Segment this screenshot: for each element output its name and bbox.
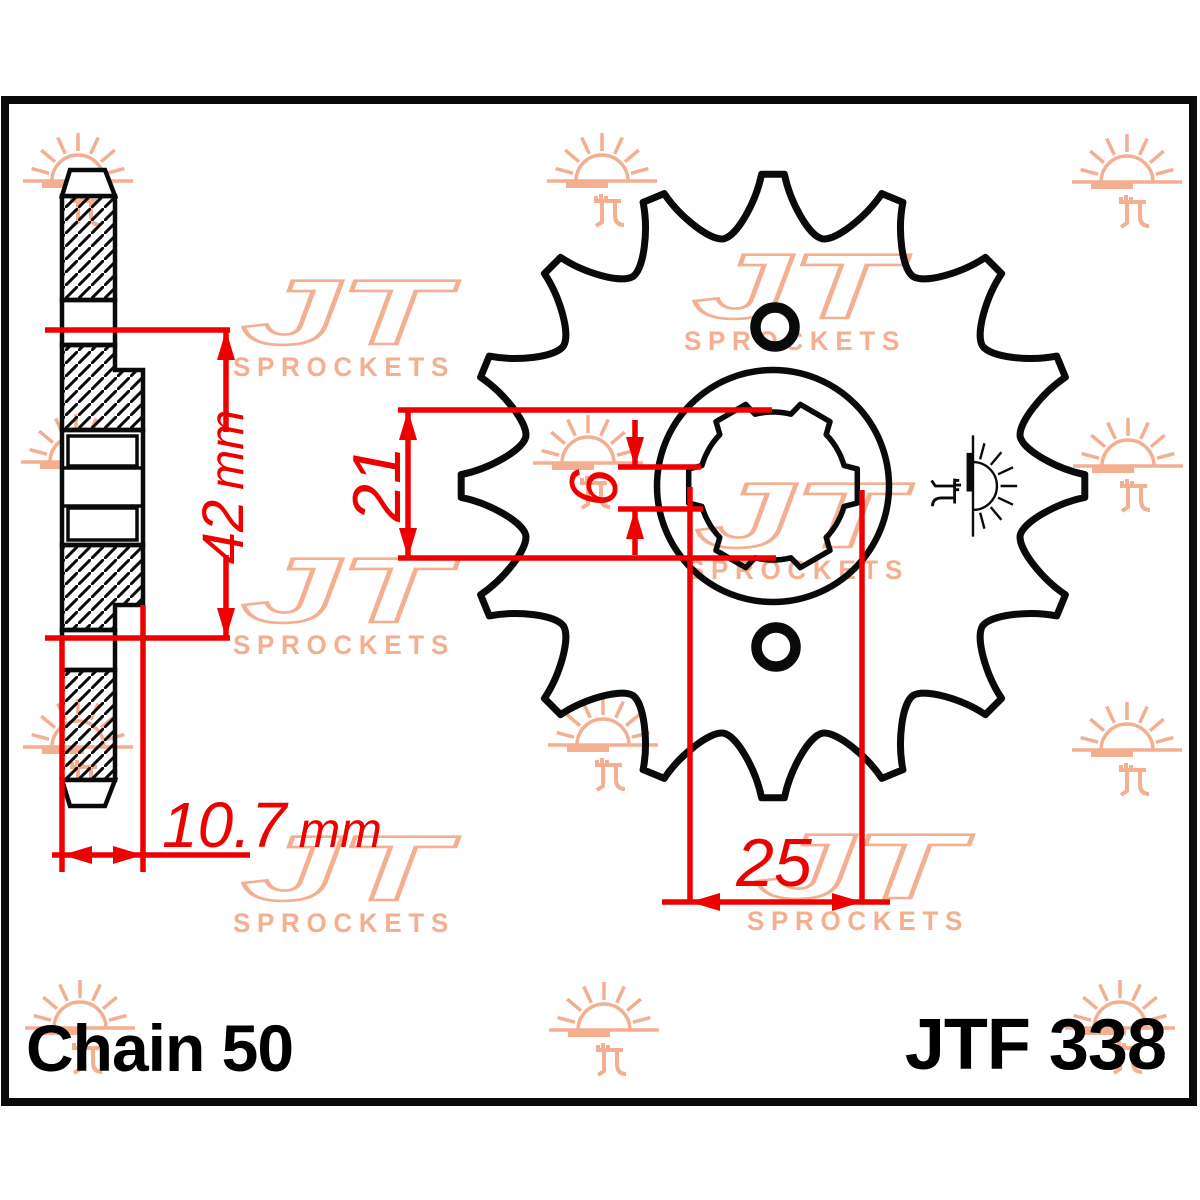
jt-logo-letters: JT [696, 465, 914, 567]
jt-sun-logo [1065, 980, 1175, 1075]
jt-mark-icon [595, 758, 626, 792]
dimension-unit: mm [201, 409, 254, 490]
jt-sun-logo [533, 415, 643, 510]
sprocket-side-section-view [58, 167, 146, 809]
jt-mark-icon [930, 478, 962, 507]
jt-sun-logo [25, 980, 135, 1075]
jt-mark-icon [72, 1041, 103, 1075]
dimension-unit: mm [298, 802, 382, 858]
jt-sun-logo [548, 697, 658, 792]
section-hatched-segment [59, 342, 146, 433]
jt-sun-logo [1072, 134, 1182, 229]
jt-logo-letters: JT [693, 236, 911, 338]
jt-sprockets-text: SPROCKETS [747, 906, 969, 936]
dimension-arrowhead [217, 608, 235, 638]
jt-sprockets-text: SPROCKETS [233, 630, 455, 660]
dimension-value: 6 [556, 469, 632, 507]
dimension-arrowhead [399, 528, 417, 558]
dimension-arrowhead [399, 410, 417, 440]
jt-mark-icon [580, 476, 611, 510]
section-segment [59, 427, 146, 548]
jt-mark-icon [1120, 479, 1151, 513]
dimension-hub-height: 42 mm [190, 397, 256, 577]
section-tooth [58, 167, 119, 199]
jt-stamp-icon [930, 435, 1018, 537]
jt-mark-icon [594, 194, 625, 228]
dimension-value: 42 [191, 499, 256, 565]
jt-sprockets-text: SPROCKETS [233, 908, 455, 938]
jt-mark-icon [1119, 195, 1150, 229]
jt-sun-logo [547, 133, 657, 228]
dimension-arrowhead [62, 846, 92, 864]
dimension-value: 25 [736, 825, 812, 901]
jt-sun-logo [549, 982, 659, 1077]
jt-sun-logo [930, 435, 1018, 537]
drawing-border [1, 96, 1197, 1106]
jt-mark-icon [1112, 1041, 1143, 1075]
dimension-arrowhead [217, 330, 235, 360]
jt-logo-letters: JT [242, 262, 460, 364]
dimension-arrowhead [113, 846, 143, 864]
bore-window [66, 506, 139, 542]
bolt-hole [750, 302, 800, 352]
dimension-arrowhead [690, 893, 720, 911]
dimension-spline-width: 6 [555, 456, 632, 520]
chain-size-label: Chain 50 [26, 1011, 294, 1085]
jt-sprockets-text: SPROCKETS [233, 352, 455, 382]
section-tooth [58, 777, 119, 809]
dimension-lines [45, 327, 890, 911]
dimension-value: 10.7 [162, 789, 287, 861]
border-rect [1, 96, 1197, 1106]
section-segment [59, 297, 118, 348]
bolt-hole [751, 622, 801, 672]
dimension-spline-outer-diameter: 25 [712, 824, 836, 901]
dimension-hub-offset: 10.7 mm [162, 788, 392, 861]
jt-mark-icon [596, 1043, 627, 1077]
dimension-arrowhead [626, 509, 644, 539]
bore-window [66, 434, 139, 468]
jt-sun-logo [1073, 418, 1183, 513]
dimension-arrowhead [832, 893, 862, 911]
part-number-label: JTF 338 [904, 1005, 1167, 1085]
dimension-bore-inner-diameter: 21 [338, 429, 415, 539]
jt-logo-letters: JT [242, 818, 460, 920]
section-hatched-segment [59, 542, 146, 633]
jt-sun-logo [1072, 702, 1182, 797]
hub-circle [653, 366, 893, 606]
sprocket-teeth-outline [457, 170, 1089, 802]
dimension-value: 21 [339, 446, 415, 522]
jt-mark-icon [1119, 763, 1150, 797]
dimension-arrowhead [626, 437, 644, 467]
